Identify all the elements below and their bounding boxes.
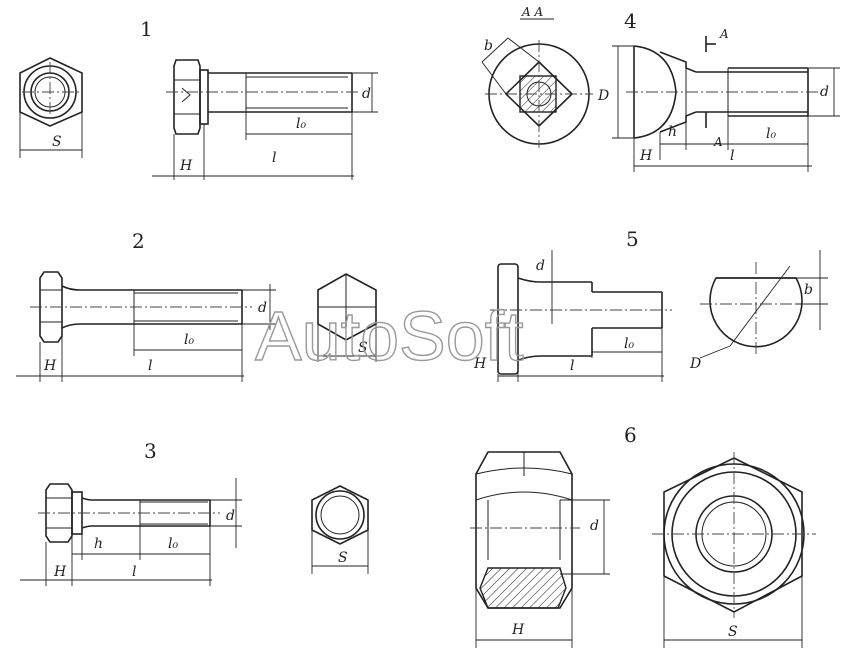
figure-6-end-view: S bbox=[652, 452, 816, 648]
figure-5-D-label: D bbox=[689, 356, 701, 372]
figure-5-l-label: l bbox=[570, 358, 574, 374]
figure-4-number: 4 bbox=[624, 9, 637, 33]
figure-5-l0-label: l₀ bbox=[624, 336, 634, 352]
figure-4-d-label: d bbox=[820, 84, 829, 100]
figure-4-side-view: A D h A l₀ H l d bbox=[597, 27, 840, 172]
figure-2-number: 2 bbox=[132, 229, 145, 253]
figure-2-end-view: S bbox=[317, 273, 377, 362]
figure-4-A-top-label: A bbox=[719, 27, 729, 41]
figure-3-S-label: S bbox=[338, 550, 348, 566]
figure-1-l0-label: l₀ bbox=[296, 116, 306, 132]
figure-3-l0-label: l₀ bbox=[168, 536, 178, 552]
figure-1-l-label: l bbox=[272, 150, 276, 166]
figure-5-end-view: D b bbox=[689, 250, 828, 372]
figure-4-D-label: D bbox=[597, 88, 609, 104]
figure-5-b-label: b bbox=[804, 282, 813, 298]
figure-2-H-label: H bbox=[43, 358, 57, 374]
figure-2-d-label: d bbox=[258, 300, 267, 316]
figure-6-number: 6 bbox=[624, 423, 637, 447]
figure-1-S-label: S bbox=[52, 134, 62, 150]
figure-3-end-view: S bbox=[311, 485, 369, 574]
figure-4-l0-label: l₀ bbox=[766, 126, 776, 142]
figure-4-A-mid-label: A bbox=[713, 135, 723, 149]
figure-4-section-view: A A b bbox=[481, 5, 593, 148]
figure-2: 2 l₀ H l d bbox=[16, 229, 377, 382]
figure-3: 3 h l₀ H l d bbox=[20, 439, 369, 586]
figure-6-d-label: d bbox=[590, 518, 599, 534]
figure-2-side-view: l₀ H l d bbox=[16, 271, 276, 382]
figure-3-d-label: d bbox=[226, 508, 235, 524]
figure-4-h-label: h bbox=[668, 124, 677, 140]
figure-2-S-label: S bbox=[358, 340, 368, 356]
figure-3-H-label: H bbox=[53, 564, 67, 580]
figure-3-number: 3 bbox=[144, 439, 157, 463]
figure-4-b-label: b bbox=[484, 38, 493, 54]
figure-1-H-label: H bbox=[179, 158, 193, 174]
figure-1-number: 1 bbox=[140, 17, 153, 41]
figure-6-side-view: d H bbox=[470, 451, 610, 648]
figure-4-H-label: H bbox=[639, 148, 653, 164]
figure-1-side-view: l₀ H l d bbox=[152, 59, 378, 180]
figure-1-d-label: d bbox=[362, 86, 371, 102]
figure-4-l-label: l bbox=[730, 148, 734, 164]
figure-5-H-label: H bbox=[473, 356, 487, 372]
figure-5-d-label: d bbox=[536, 258, 545, 274]
figure-5-side-view: d l₀ H l bbox=[473, 250, 672, 382]
figure-5: 5 d l₀ H l bbox=[473, 227, 828, 382]
figure-3-h-label: h bbox=[94, 536, 103, 552]
figure-1: 1 S bbox=[19, 17, 378, 180]
figure-6: 6 d H bbox=[470, 423, 816, 648]
figure-1-end-view: S bbox=[19, 57, 83, 158]
figure-3-side-view: h l₀ H l d bbox=[20, 478, 242, 586]
watermark: AutoSoft bbox=[255, 297, 524, 375]
figure-4-section-label: A A bbox=[521, 5, 543, 19]
figure-5-number: 5 bbox=[626, 227, 639, 251]
figure-4: 4 A A b bbox=[481, 5, 840, 172]
figure-6-H-label: H bbox=[511, 622, 525, 638]
figure-2-l0-label: l₀ bbox=[184, 332, 194, 348]
figure-6-S-label: S bbox=[728, 624, 738, 640]
figure-3-l-label: l bbox=[132, 564, 136, 580]
figure-2-l-label: l bbox=[148, 358, 152, 374]
